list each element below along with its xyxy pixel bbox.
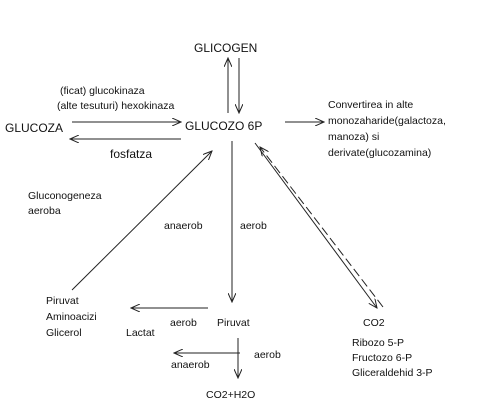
node-lactat: Lactat bbox=[126, 327, 155, 339]
arrow-precursori-to-glucozo6p bbox=[71, 151, 212, 291]
label-anaerob-lactat: anaerob bbox=[171, 359, 210, 371]
node-produse: Ribozo 5-P Fructozo 6-P Gliceraldehid 3-… bbox=[352, 337, 433, 379]
svg-text:monozaharide(galactoza,: monozaharide(galactoza, bbox=[328, 115, 446, 127]
svg-text:aeroba: aeroba bbox=[28, 205, 61, 217]
node-precursori: Piruvat Aminoacizi Glicerol bbox=[46, 295, 97, 339]
svg-text:Convertirea in alte: Convertirea in alte bbox=[328, 99, 413, 111]
label-gluconeogeneza: Gluconogeneza aeroba bbox=[28, 190, 102, 217]
label-anaerob: anaerob bbox=[164, 220, 203, 232]
label-ficat-glucokinaza: (ficat) glucokinaza bbox=[60, 85, 145, 97]
svg-text:Ribozo 5-P: Ribozo 5-P bbox=[352, 337, 404, 349]
svg-text:Gluconogeneza: Gluconogeneza bbox=[28, 190, 102, 202]
node-glucoza: GLUCOZA bbox=[5, 121, 63, 135]
svg-text:Aminoacizi: Aminoacizi bbox=[46, 311, 97, 323]
label-aerob: aerob bbox=[240, 220, 267, 232]
node-co2-h2o: CO2+H2O bbox=[206, 389, 255, 401]
svg-text:derivate(glucozamina): derivate(glucozamina) bbox=[328, 147, 431, 159]
svg-text:Glicerol: Glicerol bbox=[46, 327, 82, 339]
label-aerob-lactat: aerob bbox=[170, 317, 197, 329]
label-fosfatza: fosfatza bbox=[110, 147, 152, 161]
label-convertirea: Convertirea in alte monozaharide(galacto… bbox=[328, 99, 446, 159]
arrow-co2-to-glucozo6p-dashed bbox=[260, 147, 384, 308]
svg-text:Piruvat: Piruvat bbox=[46, 295, 79, 307]
label-aerob-final: aerob bbox=[254, 349, 281, 361]
node-co2: CO2 bbox=[363, 317, 385, 329]
svg-text:manoza) si: manoza) si bbox=[328, 131, 379, 143]
arrow-glucozo6p-to-co2 bbox=[254, 142, 377, 308]
node-glicogen: GLICOGEN bbox=[194, 41, 257, 55]
svg-text:Fructozo 6-P: Fructozo 6-P bbox=[352, 352, 412, 364]
node-piruvat: Piruvat bbox=[217, 317, 250, 329]
svg-text:Gliceraldehid 3-P: Gliceraldehid 3-P bbox=[352, 367, 433, 379]
node-glucozo-6p: GLUCOZO 6P bbox=[185, 119, 262, 133]
label-alte-tesuturi-hexokinaza: (alte tesuturi) hexokinaza bbox=[57, 100, 174, 112]
